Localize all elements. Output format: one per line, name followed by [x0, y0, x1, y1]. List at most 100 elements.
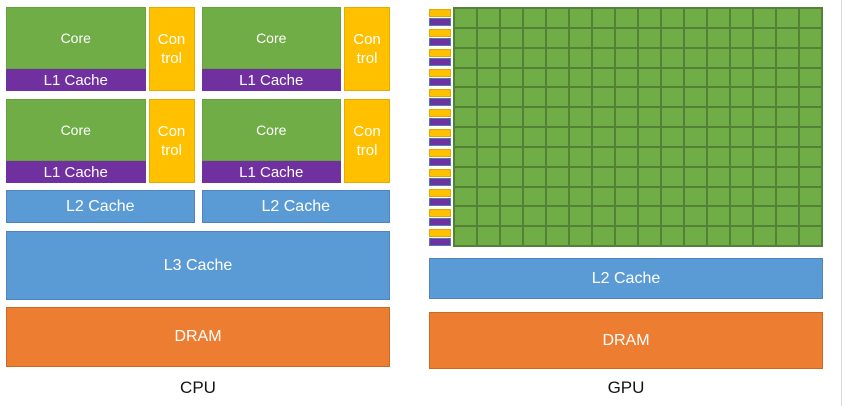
gpu-core-cell	[662, 48, 683, 67]
gpu-core-cell	[524, 68, 545, 87]
gpu-core-cell	[570, 9, 591, 27]
cpu-core-row-1: Core L1 Cache Con trol Core L1 Cache Con…	[6, 7, 390, 91]
gpu-core-cell	[547, 207, 568, 226]
gpu-core-cell	[593, 48, 614, 67]
cpu-caption: CPU	[180, 378, 216, 397]
gpu-core-cell	[662, 187, 683, 206]
gpu-core-cell	[754, 108, 775, 126]
gpu-core-cell	[662, 207, 683, 226]
l2-cache-label: L2 Cache	[261, 197, 331, 215]
cpu-core-unit: Core L1 Cache Con trol	[201, 7, 390, 91]
gpu-core-cell	[800, 88, 821, 107]
gpu-core-cell	[478, 207, 499, 226]
gpu-control-stripe	[429, 48, 451, 57]
gpu-core-cell	[662, 28, 683, 47]
gpu-core-cell	[524, 167, 545, 186]
gpu-core-cell	[455, 128, 476, 146]
core-label: Core	[256, 122, 287, 138]
l2-cache-label: L2 Cache	[66, 197, 135, 215]
gpu-core-cell	[455, 147, 476, 166]
gpu-core-cell	[501, 227, 522, 245]
gpu-control-stripe	[429, 148, 451, 157]
gpu-core-cell	[662, 128, 683, 146]
gpu-core-cell	[593, 9, 614, 27]
gpu-core-cell	[777, 207, 798, 226]
gpu-core-cell	[570, 147, 591, 166]
gpu-core-cell	[708, 108, 729, 126]
gpu-core-cell	[478, 128, 499, 146]
gpu-core-cell	[547, 68, 568, 87]
gpu-core-cell	[593, 28, 614, 47]
gpu-core-cell	[570, 167, 591, 186]
gpu-core-cell	[639, 9, 660, 27]
gpu-core-cell	[639, 108, 660, 126]
gpu-core-cell	[478, 48, 499, 67]
core-label: Core	[60, 122, 91, 138]
gpu-stripe-pair	[429, 47, 451, 67]
control-label: Con trol	[353, 30, 381, 68]
gpu-core-cell	[777, 28, 798, 47]
gpu-control-stripe	[429, 88, 451, 97]
gpu-core-cell	[708, 88, 729, 107]
control-label: Con trol	[353, 122, 381, 160]
gpu-core-cell	[754, 227, 775, 245]
cpu-panel: Core L1 Cache Con trol Core L1 Cache Con…	[6, 7, 390, 406]
cpu-l2-row: L2 Cache L2 Cache	[6, 190, 390, 223]
gpu-l1-cache-stripe	[429, 217, 451, 226]
gpu-core-cell	[708, 128, 729, 146]
gpu-core-cell	[662, 167, 683, 186]
gpu-core-cell	[501, 128, 522, 146]
gpu-core-cell	[501, 68, 522, 87]
gpu-core-cell	[754, 68, 775, 87]
gpu-core-cell	[547, 187, 568, 206]
gpu-l1-cache-stripe	[429, 57, 451, 66]
gpu-core-cell	[754, 147, 775, 166]
gpu-core-cell	[754, 9, 775, 27]
gpu-core-cell	[478, 187, 499, 206]
gpu-core-cell	[639, 147, 660, 166]
gpu-core-cell	[616, 187, 637, 206]
gpu-l1-cache-stripe	[429, 197, 451, 206]
gpu-core-cell	[708, 68, 729, 87]
screenshot-right-edge-line	[841, 0, 842, 406]
gpu-core-cell	[593, 207, 614, 226]
gpu-core-cell	[547, 128, 568, 146]
gpu-core-cell	[455, 48, 476, 67]
cpu-core-block: Core	[6, 99, 146, 161]
gpu-control-stripe	[429, 8, 451, 17]
gpu-core-cell	[639, 28, 660, 47]
gpu-core-cell	[570, 28, 591, 47]
gpu-core-cell	[524, 48, 545, 67]
cpu-l3-cache-block: L3 Cache	[6, 231, 390, 300]
gpu-core-cell	[662, 108, 683, 126]
gpu-stripe-pair	[429, 167, 451, 187]
cpu-control-block: Con trol	[148, 99, 195, 183]
cpu-core-block: Core	[201, 7, 341, 69]
control-label: Con trol	[157, 122, 186, 160]
gpu-core-cell	[524, 108, 545, 126]
gpu-core-cell	[731, 167, 752, 186]
gpu-core-cell	[800, 28, 821, 47]
gpu-core-cell	[639, 207, 660, 226]
gpu-core-cell	[455, 207, 476, 226]
gpu-core-cell	[455, 227, 476, 245]
gpu-core-cell	[524, 128, 545, 146]
gpu-core-cell	[616, 128, 637, 146]
gpu-core-cell	[639, 227, 660, 245]
gpu-core-cell	[685, 147, 706, 166]
gpu-stripe-pair	[429, 127, 451, 147]
gpu-core-cell	[731, 187, 752, 206]
control-label: Con trol	[157, 30, 186, 68]
gpu-core-cell	[455, 108, 476, 126]
gpu-core-cell	[524, 207, 545, 226]
gpu-core-cell	[708, 147, 729, 166]
gpu-core-cell	[593, 68, 614, 87]
cpu-l1-cache-block: L1 Cache	[6, 69, 146, 91]
gpu-panel: L2 Cache DRAM GPU	[429, 7, 823, 406]
gpu-core-cell	[777, 147, 798, 166]
core-label: Core	[60, 30, 91, 46]
gpu-core-cell	[777, 187, 798, 206]
gpu-l1-cache-stripe	[429, 137, 451, 146]
cpu-core-l1-stack: Core L1 Cache	[201, 7, 341, 91]
gpu-core-cell	[593, 167, 614, 186]
